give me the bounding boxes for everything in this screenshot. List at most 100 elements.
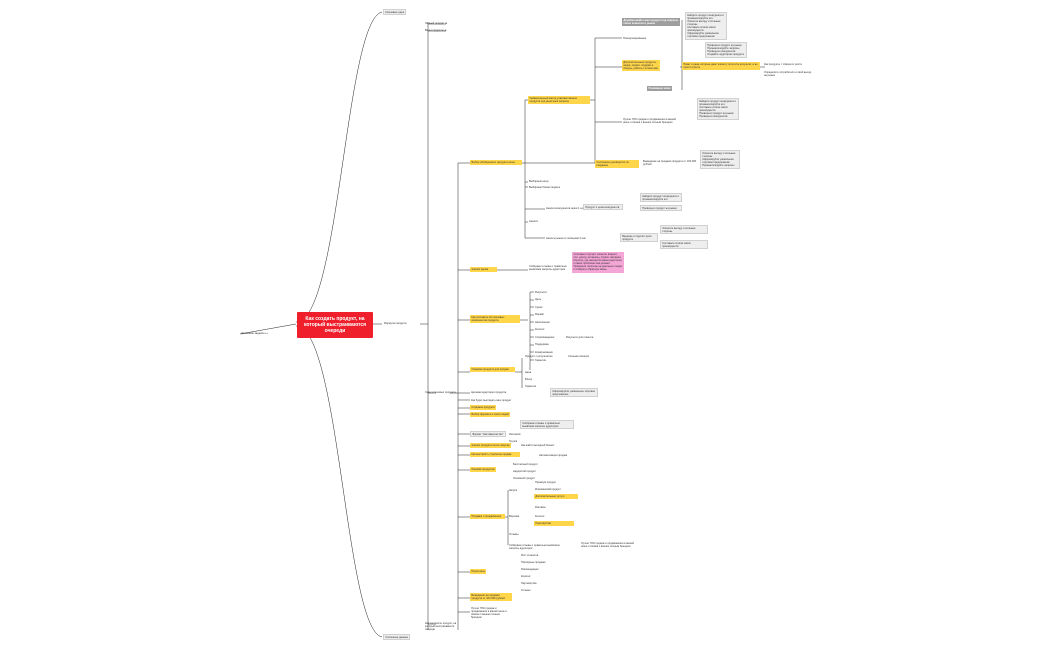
branch6-item[interactable]: Недорогой продукт: [513, 469, 536, 473]
branch1-note-c: Опишите выгоду и сильные стороны: [660, 225, 708, 235]
branch1-title[interactable]: Выбор обобщенного продукта ниши: [470, 160, 522, 165]
branch8-item[interactable]: Рекомендации: [521, 567, 539, 571]
branch4-item[interactable]: Продукт с результатом: [525, 354, 553, 358]
branch3-title[interactable]: Как составить 10 ключевых компонентов пр…: [470, 315, 520, 323]
note-item: Опишите выгоду и сильные стороны: [702, 151, 736, 158]
personal-product-node[interactable]: Личный продукт ⊕: [425, 21, 448, 25]
note-item: Сформируйте уникальное торговое предложе…: [702, 157, 734, 164]
branch6-item[interactable]: Бесплатный продукт: [513, 462, 538, 466]
branch4-title[interactable]: Упаковка продукта для продаж: [470, 367, 515, 372]
branch5-row-right[interactable]: Автоматизация продаж: [539, 453, 568, 457]
note-item: Проанализируйте запросы: [702, 163, 735, 167]
notes-box-4: Опишите выгоду и сильные стороны Сформир…: [700, 150, 740, 169]
branch4-item[interactable]: Цена: [525, 370, 532, 374]
bottom-note[interactable]: Как построить продукт, на который выстра…: [425, 621, 457, 631]
branch7-sub[interactable]: Премиум продукт: [535, 480, 557, 484]
branch5-note: Собираем отзывы и правильно выявляем зап…: [520, 420, 574, 430]
branch1-sub1[interactable]: Универсальный метод упаковки вашего прод…: [528, 96, 590, 104]
branch7-sub[interactable]: Партнёрства: [534, 521, 574, 526]
branch7-title[interactable]: Продажи и продвижение: [470, 514, 505, 519]
branch1-note-b: Проверьте продукт на рынке: [640, 205, 682, 212]
branch7-sub[interactable]: Дополнительные услуги: [534, 494, 578, 499]
homework-node[interactable]: Домашние задания ++: [241, 331, 269, 335]
branch1-small8[interactable]: Ведение и подсчёт доли продукта: [620, 233, 658, 243]
key-ideas-node[interactable]: Ключевые идеи: [383, 9, 407, 16]
right-note-b[interactable]: Определите потребителя и свой выход на р…: [764, 70, 812, 77]
branch7-item[interactable]: Отзывы: [509, 532, 519, 536]
branch1-sub1d[interactable]: Пакет и цена, которые дают клиенту получ…: [682, 62, 760, 70]
branch1-small6[interactable]: Продукт и цена конкурентов: [583, 204, 623, 211]
branch5-row[interactable]: Формат "Наставничество": [470, 431, 506, 438]
solid-data-node[interactable]: Сплошные данные: [383, 634, 411, 641]
branch7-sub[interactable]: Реклама: [535, 505, 546, 509]
branch5-row[interactable]: Выбор формата и поиск людей: [470, 412, 511, 417]
branch3-item[interactable]: Сроки: [535, 305, 543, 309]
notes-box-2: Проверьте продукт на рынке Проанализируй…: [705, 42, 747, 58]
branch3-item[interactable]: Коммуникация: [535, 350, 553, 354]
branch2-desc[interactable]: Собираем отзывы и правильно выявляем зап…: [529, 264, 567, 271]
branch7-sub[interactable]: Флагманский продукт: [535, 487, 561, 491]
branch3-item[interactable]: Гарантии: [535, 358, 547, 362]
branch3-item[interactable]: Цель: [535, 297, 542, 301]
branch6-title[interactable]: Линейка продуктов: [470, 467, 496, 472]
branch7-item[interactable]: Воронка: [509, 514, 520, 518]
branch7-item[interactable]: Собираем отзывы и правильно выявляем зап…: [509, 543, 560, 550]
branch5-row[interactable]: Анализ продукта после запуска: [470, 443, 511, 448]
note-item: Проверьте продукт на рынке: [707, 43, 742, 47]
branch6-item[interactable]: Основной продукт: [513, 476, 536, 480]
branch4-item[interactable]: Гарантия: [525, 384, 537, 388]
branch3-item[interactable]: Поддержка: [535, 342, 549, 346]
branch5-row[interactable]: Как будет выглядеть ваш продукт: [471, 398, 512, 402]
branch8-item[interactable]: Рост клиентов: [521, 553, 539, 557]
branch1-note-a: Найдите продукт конкурента и проанализир…: [640, 193, 682, 203]
branch8-item[interactable]: Отзывы: [521, 588, 531, 592]
branch3-item[interactable]: Формат: [535, 312, 545, 316]
branch8-item[interactable]: Контент: [521, 574, 531, 578]
branch1-small4[interactable]: Анализ: [529, 219, 538, 223]
branch5-row[interactable]: Группа: [509, 439, 518, 443]
branch1-small7[interactable]: Анализ рынка по позициям 2 шаг: [546, 236, 587, 240]
branch4-item[interactable]: Бонус: [525, 377, 533, 381]
branch2-title[interactable]: Анализ рынка: [470, 267, 497, 272]
your-products-node[interactable]: Ваши продукты ⊕: [425, 28, 447, 32]
branch7-sub[interactable]: Контент: [535, 514, 545, 518]
branch3-extra[interactable]: Результат для клиента: [566, 335, 594, 339]
branch8-item[interactable]: Партнёрства: [521, 581, 537, 585]
branch3-item[interactable]: Наполнение: [535, 320, 550, 324]
branch5-row[interactable]: Целевая аудитория продукта: [471, 390, 507, 394]
note-item: Найдите продукт конкурента и проанализир…: [699, 99, 736, 106]
branch5-row-right[interactable]: Как найти выгодный бизнес: [521, 443, 555, 447]
branch7-item[interactable]: Запуск: [509, 488, 518, 492]
branch8-extra2[interactable]: Лучше 70% продаж и продвижения в вашей н…: [471, 606, 507, 619]
branch1-sub1f[interactable]: Системное руководство по созданию: [595, 160, 639, 168]
note-item: Найдите продукт конкурента и проанализир…: [687, 13, 724, 20]
steps-node[interactable]: Сами ключевых продукта: [425, 390, 456, 394]
branch4-right[interactable]: Сильная позиция: [568, 354, 589, 358]
note-item: Проанализируйте запросы: [707, 46, 740, 50]
formula-node[interactable]: Формула продукта: [384, 321, 407, 325]
branch8-extra[interactable]: Выведение на продажи продукта от 100 000…: [470, 593, 512, 601]
branch8-item[interactable]: Повторные продажи: [521, 560, 546, 564]
branch3-item[interactable]: Сопровождение: [535, 335, 555, 339]
branch1-small2[interactable]: Выбираем бизнес модель: [529, 185, 561, 189]
branch1-sub1g[interactable]: Выведение на продажи продукта от 100 000…: [643, 159, 697, 166]
branch1-sub1e[interactable]: Лучше 70% продаж и продвижения в вашей н…: [623, 117, 676, 124]
branch2-pink-note[interactable]: Составьте портрет клиента: возраст, пол,…: [572, 252, 624, 273]
branch8-title[interactable]: Результаты: [470, 569, 487, 574]
branch5-row[interactable]: Интенсив: [509, 432, 521, 436]
branch3-item[interactable]: Контент: [535, 327, 545, 331]
right-note-a[interactable]: Как продукты = сфера их роста: [764, 62, 802, 66]
dark-note-2[interactable]: Понимание ниши: [647, 86, 673, 92]
dark-note-1[interactable]: Дорабатывайте ваш продукт под запросы св…: [622, 18, 680, 27]
branch5-row[interactable]: Как выстроить стратегию продаж: [470, 452, 520, 457]
branch5-row[interactable]: Создание продукта: [470, 405, 497, 410]
branch1-sub1b[interactable]: Позиционирование: [623, 36, 647, 40]
note-item: Проверьте конкурентов: [699, 115, 728, 119]
branch1-small1[interactable]: Выбираем нишу: [529, 179, 549, 183]
branch3-item[interactable]: Результат: [535, 290, 547, 294]
note-item: Составьте список своих преимуществ: [687, 25, 716, 33]
root-topic[interactable]: Как создать продукт, на который выстраив…: [297, 312, 373, 338]
branch1-sub1c[interactable]: Дополнительные продукты: акции, скидки, …: [622, 60, 660, 71]
branch1-small5[interactable]: Анализ конкурентов ниши 1 шаг: [546, 206, 585, 210]
